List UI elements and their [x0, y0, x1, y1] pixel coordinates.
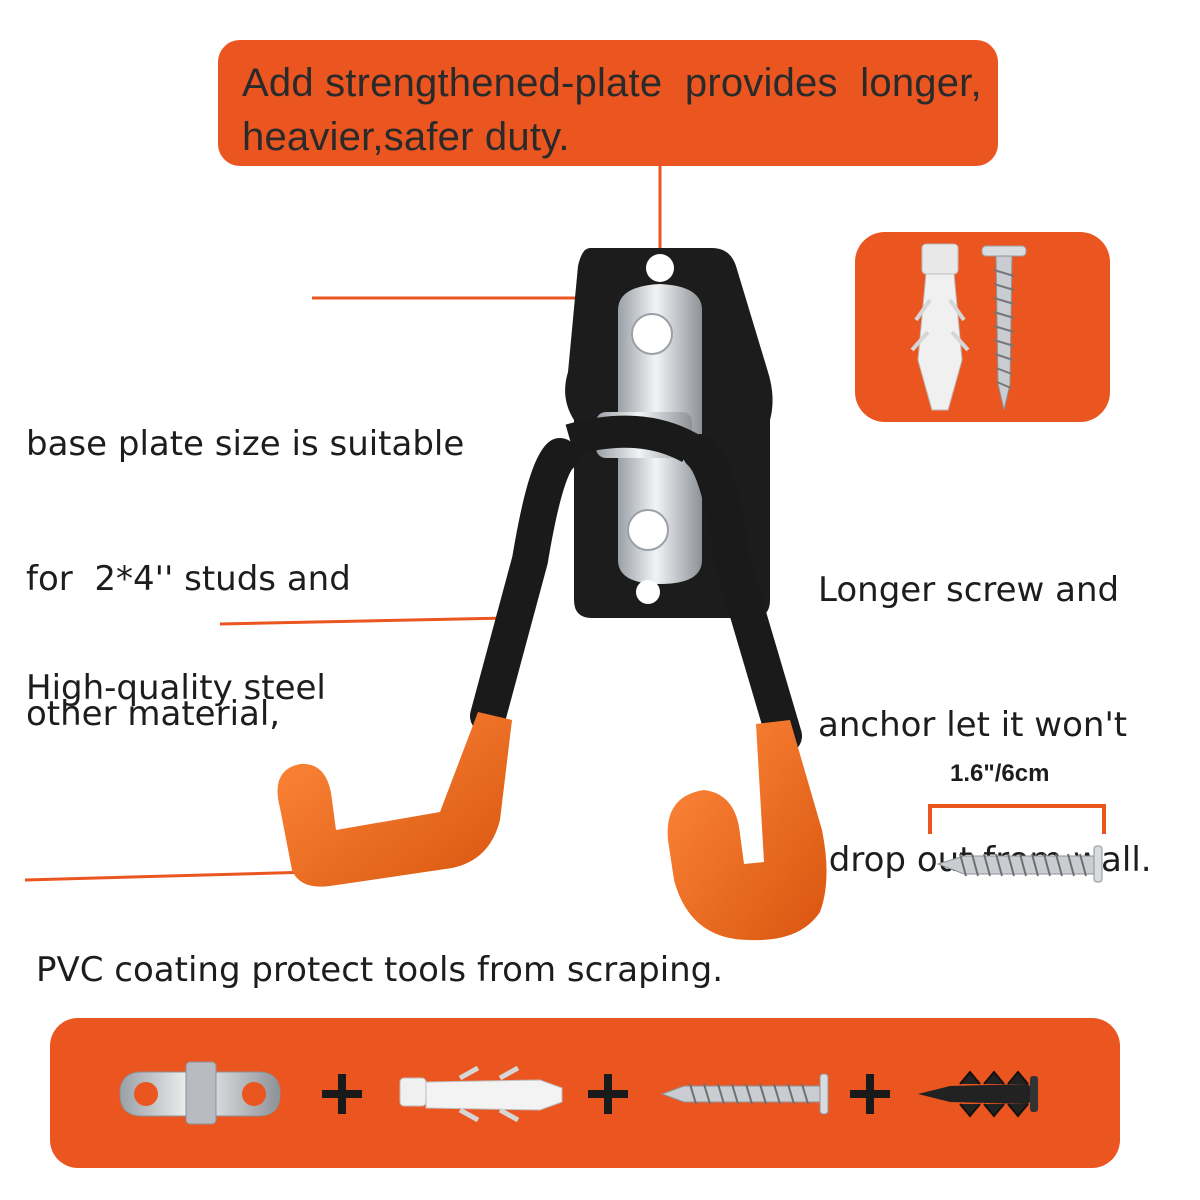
anchor-screw-box	[855, 232, 1110, 422]
base-plate-line-3: other material,	[26, 694, 281, 734]
base-plate-line-1: base plate size is suitable	[26, 424, 465, 464]
arm-top-loop	[565, 415, 698, 463]
leader-line-steel	[219, 616, 509, 626]
strap-hole-upper	[631, 313, 673, 355]
screw-label: Longer screw and anchor let it won't dro…	[818, 478, 1152, 973]
callout-line-1: Add strengthened-plate provides longer,	[242, 61, 982, 105]
base-plate-label: base plate size is suitable for 2*4'' st…	[26, 332, 464, 827]
screw-line-2: anchor let it won't	[818, 705, 1128, 745]
wall-anchor-vertical	[910, 243, 970, 411]
strap-hole-lower	[627, 509, 669, 551]
anchor-part-icon	[399, 1065, 563, 1123]
screw-line-1: Longer screw and	[818, 570, 1120, 610]
right-steel-arm	[682, 434, 802, 754]
base-plate-hole-bottom	[636, 580, 660, 604]
screw-horizontal	[936, 845, 1103, 883]
left-steel-arm	[470, 438, 578, 734]
left-pvc-tip	[277, 712, 512, 887]
screw-part-icon	[660, 1073, 829, 1115]
right-pvc-tip	[667, 720, 827, 941]
strap-part-icon	[119, 1061, 281, 1125]
pvc-label: PVC coating protect tools from scraping.	[36, 950, 724, 990]
base-plate-hole-top	[646, 254, 674, 282]
base-plate-line-2: for 2*4'' studs and	[26, 559, 351, 599]
screw-vertical	[981, 245, 1027, 411]
leader-line-pvc	[24, 870, 313, 882]
callout-line-2: heavier,safer duty.	[242, 115, 570, 159]
plus-icon-2	[588, 1074, 628, 1114]
steel-label: High-quality steel	[26, 668, 326, 708]
plus-icon-1	[322, 1074, 362, 1114]
plus-icon-3	[850, 1074, 890, 1114]
size-bracket	[928, 804, 1106, 834]
screw-size-label: 1.6"/6cm	[950, 760, 1050, 787]
strengthened-plate-callout: Add strengthened-plate provides longer, …	[218, 40, 998, 166]
drywall-anchor-part-icon	[918, 1070, 1038, 1118]
